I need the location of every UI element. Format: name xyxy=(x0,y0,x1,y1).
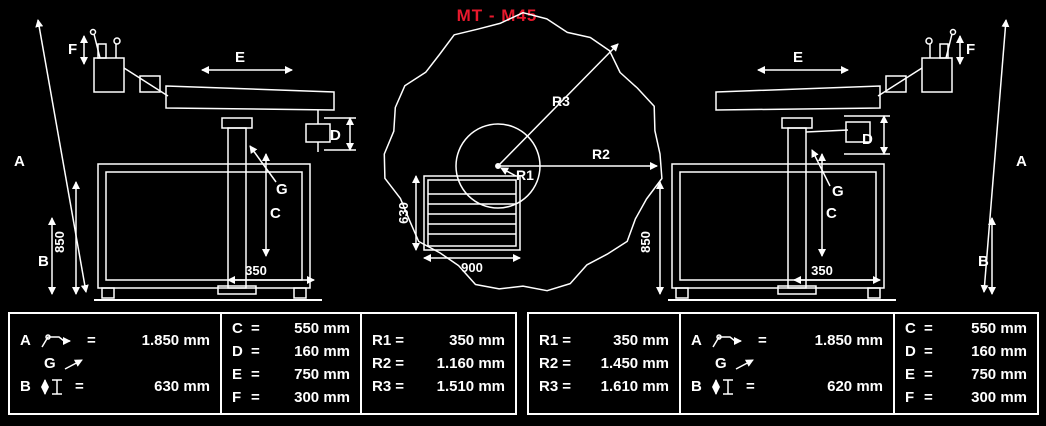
label-D: D xyxy=(330,127,341,144)
table-row: R1 = 350 mm xyxy=(372,331,505,349)
label-E: E xyxy=(793,49,803,66)
g-arrow-icon xyxy=(735,358,754,370)
reach-outline xyxy=(383,11,663,292)
dim-850: 850 xyxy=(640,231,653,253)
table-row: F = 300 mm xyxy=(905,389,1027,406)
dim-630: 630 xyxy=(396,202,411,224)
table-row: C = 550 mm xyxy=(905,320,1027,337)
press-head xyxy=(845,121,871,143)
dim-850: 850 xyxy=(52,231,67,253)
dim-label: B xyxy=(20,377,31,395)
page-title: MT - M45 xyxy=(456,6,538,25)
table-row: C = 550 mm xyxy=(232,320,350,337)
motor-head xyxy=(921,57,953,93)
main-beam xyxy=(165,85,335,111)
label-A: A xyxy=(14,153,25,170)
label-R3: R3 xyxy=(552,93,570,109)
table-row: A = 1.850 mm xyxy=(20,330,210,352)
radius-line-R3 xyxy=(497,43,619,167)
dim-350: 350 xyxy=(811,263,833,278)
table-row: D = 160 mm xyxy=(232,343,350,360)
column-base xyxy=(777,285,817,295)
label-F: F xyxy=(966,41,975,58)
dim-label: A xyxy=(20,331,31,349)
spec-col-radii: R1 = 350 mm R2 = 1.160 mm R3 = 1.510 mm xyxy=(360,314,515,413)
spec-col-reach: A = 1.850 mm G B = xyxy=(10,314,220,413)
motor-head xyxy=(93,57,125,93)
side-view-left: A F E D G C B 850 350 xyxy=(14,19,356,301)
label-E: E xyxy=(235,49,245,66)
label-C: C xyxy=(826,205,837,222)
table-row: G xyxy=(20,353,210,375)
table-row: F = 300 mm xyxy=(232,389,350,406)
column-base xyxy=(217,285,257,295)
cabinet xyxy=(97,163,311,289)
table-row: R2 = 1.160 mm xyxy=(372,354,505,372)
side-view-right: A F E D G C B 850 350 xyxy=(640,19,1027,301)
label-D: D xyxy=(862,131,873,148)
table-row: R3 = 1.610 mm xyxy=(539,377,669,395)
main-beam xyxy=(715,85,881,111)
table-row: R2 = 1.450 mm xyxy=(539,354,669,372)
label-F: F xyxy=(68,41,77,58)
reach-geometry xyxy=(383,11,663,292)
label-R1: R1 xyxy=(516,167,534,183)
table-row: D = 160 mm xyxy=(905,343,1027,360)
dim-line-A xyxy=(980,19,1010,293)
labels-top-view: R3 R2 R1 630 900 xyxy=(396,93,610,275)
column-sketch-icon xyxy=(41,378,62,395)
labels-left-view: A F E D G C B 850 350 xyxy=(14,41,341,278)
label-B: B xyxy=(978,253,989,270)
column xyxy=(227,127,247,289)
spec-col-radii: R1 = 350 mm R2 = 1.450 mm R3 = 1.610 mm xyxy=(529,314,679,413)
table-row: G xyxy=(691,353,883,375)
table-row: E = 750 mm xyxy=(905,366,1027,383)
g-arrow-icon xyxy=(64,358,83,370)
column xyxy=(787,127,807,289)
table-row: B = 630 mm xyxy=(20,376,210,398)
radius-line-R1 xyxy=(500,167,517,177)
labels-right-view: A F E D G C B 850 350 xyxy=(640,41,1027,278)
dim-350: 350 xyxy=(245,263,267,278)
cabinet xyxy=(671,163,885,289)
spec-col-dims: C = 550 mm D = 160 mm E = 750 mm F = 300… xyxy=(893,314,1037,413)
spec-col-dims: C = 550 mm D = 160 mm E = 750 mm F = 300… xyxy=(220,314,360,413)
dim-label: G xyxy=(44,354,56,372)
label-C: C xyxy=(270,205,281,222)
arm-sketch-icon xyxy=(41,333,71,347)
machine-geometry-left xyxy=(35,19,356,301)
pointer-G xyxy=(811,149,831,187)
table-row: E = 750 mm xyxy=(232,366,350,383)
table-row: R3 = 1.510 mm xyxy=(372,377,505,395)
top-view: R3 R2 R1 630 900 xyxy=(383,11,663,292)
table-row: B = 620 mm xyxy=(691,377,883,395)
label-A: A xyxy=(1016,153,1027,170)
dim-value: 1.850 mm xyxy=(141,331,210,349)
spec-table-right: R1 = 350 mm R2 = 1.450 mm R3 = 1.610 mm … xyxy=(527,312,1039,415)
table-top xyxy=(423,175,521,251)
spec-table-left: A = 1.850 mm G B = xyxy=(8,312,517,415)
column-sketch-icon xyxy=(712,378,733,395)
dim-value: 630 mm xyxy=(154,377,210,395)
label-G: G xyxy=(832,183,844,200)
arm-sketch-icon xyxy=(712,333,742,347)
table-row: A = 1.850 mm xyxy=(691,331,883,349)
press-head xyxy=(305,123,331,143)
label-B: B xyxy=(38,253,49,270)
label-G: G xyxy=(276,181,288,198)
label-R2: R2 xyxy=(592,146,610,162)
dim-900: 900 xyxy=(461,260,483,275)
machine-geometry-right xyxy=(656,19,1010,301)
table-row: R1 = 350 mm xyxy=(539,331,669,349)
spec-col-reach: A = 1.850 mm G B = xyxy=(679,314,893,413)
